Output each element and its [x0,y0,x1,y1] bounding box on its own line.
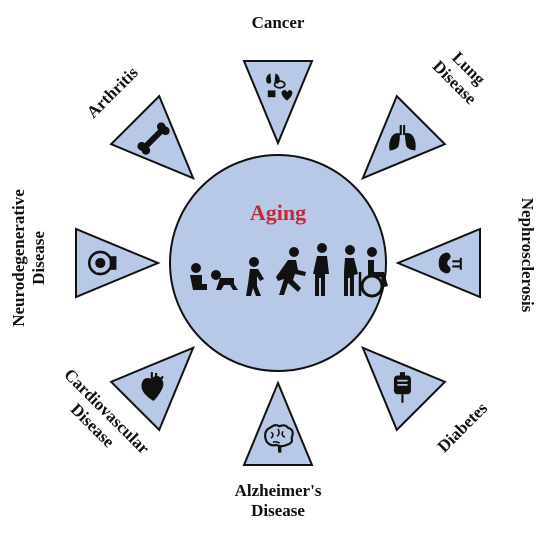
alzheimers-disease-triangle [242,380,314,466]
heart-icon [141,372,164,402]
lungs-icon [389,124,416,151]
diabetes-label: Diabetes [434,398,492,456]
disease-triangles-group [75,60,481,466]
adult-running-icon [276,247,306,295]
organs-icon [266,73,293,101]
kidney-icon [438,252,462,274]
aging-title: Aging [250,200,306,225]
alzheimers-disease-label-line: Alzheimer's [235,481,322,500]
bone-icon [137,122,170,155]
child-bending-icon [246,257,264,296]
arthritis-label: Arthritis [83,63,142,122]
nephrosclerosis-label-line: Nephrosclerosis [518,198,537,313]
cancer-label: Cancer [252,13,305,32]
nerve-cell-icon [87,250,117,276]
cancer-label-line: Cancer [252,13,305,32]
neurodegenerative-disease-label-line: Neurodegenerative [9,189,28,327]
wheelchair-icon [360,247,388,298]
neurodegenerative-disease-triangle [75,227,161,299]
alzheimers-disease-label-line: Disease [251,501,305,520]
baby-sitting-icon [190,263,207,290]
baby-crawling-icon [211,270,238,290]
iv-bag-icon [393,372,411,403]
nephrosclerosis-label: Nephrosclerosis [518,198,537,313]
aging-circle [169,154,387,372]
lung-disease-triangle [361,94,447,180]
elder-cane-icon [344,245,362,296]
arthritis-label-line: Arthritis [83,63,142,122]
neurodegenerative-disease-label-line: Disease [29,231,48,285]
aging-stages-group [190,243,388,298]
diabetes-label-line: Diabetes [434,398,492,456]
brain-icon [264,424,294,453]
cancer-triangle [242,60,314,146]
elder-walking-icon [313,243,329,296]
